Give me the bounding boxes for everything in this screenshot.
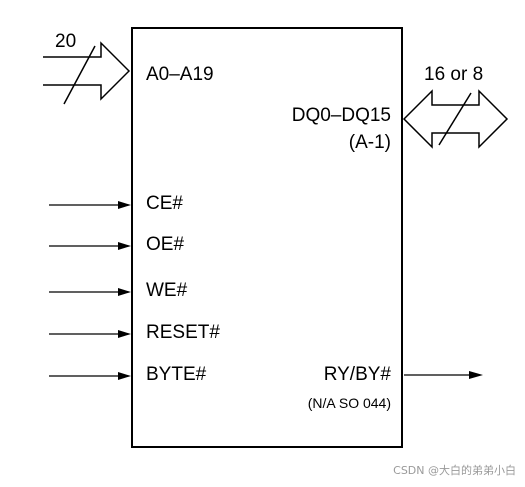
ready-busy-note: (N/A SO 044) [308, 395, 391, 411]
watermark: CSDN @大白的弟弟小白 [393, 463, 516, 477]
ce-pin-label: CE# [146, 193, 183, 214]
ready-busy-output-arrow [404, 371, 483, 379]
byte-pin-label: BYTE# [146, 364, 207, 385]
we-pin-label: WE# [146, 280, 188, 301]
address-pin-label: A0–A19 [146, 64, 214, 85]
data-bus-width: 16 or 8 [424, 64, 483, 85]
data-bus-slash [438, 92, 472, 146]
ready-busy-pin-label: RY/BY# [324, 364, 392, 385]
data-bus-arrow [402, 89, 509, 149]
oe-input-arrow [49, 242, 131, 250]
data-pin-label: DQ0–DQ15 [292, 105, 391, 126]
address-bus-arrow [43, 41, 131, 105]
data-pin-note: (A-1) [349, 132, 391, 153]
reset-pin-label: RESET# [146, 322, 220, 343]
address-bus-slash [63, 45, 96, 105]
reset-input-arrow [49, 330, 131, 338]
address-bus-width: 20 [55, 31, 76, 52]
byte-input-arrow [49, 372, 131, 380]
oe-pin-label: OE# [146, 234, 184, 255]
chip-body [131, 27, 403, 448]
ce-input-arrow [49, 201, 131, 209]
we-input-arrow [49, 288, 131, 296]
